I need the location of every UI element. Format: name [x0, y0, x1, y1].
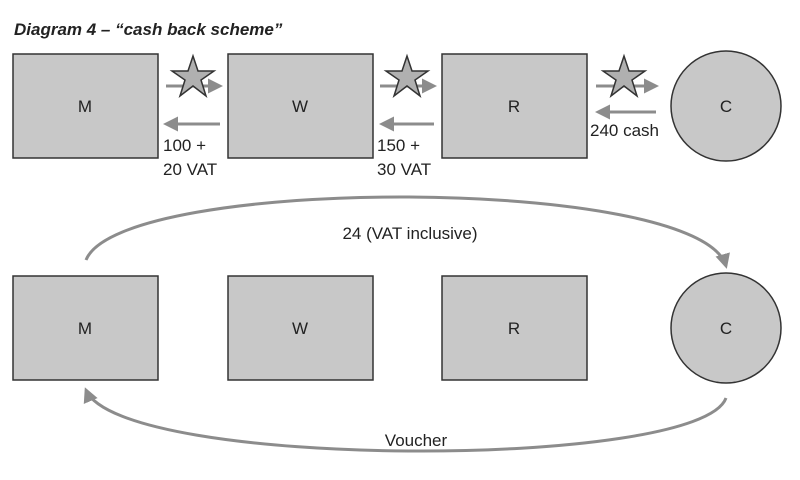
node-c-top-label: C [720, 97, 732, 116]
voucher-label: Voucher [385, 431, 448, 450]
payment-label-c-r: 240 cash [590, 121, 659, 140]
node-r-bottom-label: R [508, 319, 520, 338]
payment-label-w-m-line1: 100 + [163, 136, 206, 155]
payment-label-r-w-line2: 30 VAT [377, 160, 431, 179]
star-icon [169, 53, 217, 99]
node-m-top-label: M [78, 97, 92, 116]
payment-label-w-m-line2: 20 VAT [163, 160, 217, 179]
node-m-bottom [12, 275, 159, 381]
node-r-bottom [441, 275, 588, 381]
cashback-arc [84, 195, 730, 269]
star-icon [600, 53, 648, 99]
node-m-bottom-label: M [78, 319, 92, 338]
cashback-label: 24 (VAT inclusive) [342, 224, 477, 243]
node-c-bottom [670, 272, 782, 384]
node-r-top-label: R [508, 97, 520, 116]
node-m-top [12, 53, 159, 159]
payment-label-r-w-line1: 150 + [377, 136, 420, 155]
diagram-title: Diagram 4 – “cash back scheme” [14, 20, 283, 39]
node-c-top [670, 50, 782, 162]
node-w-top [227, 53, 374, 159]
node-w-top-label: W [292, 97, 308, 116]
node-c-bottom-label: C [720, 319, 732, 338]
node-w-bottom [227, 275, 374, 381]
node-r-top [441, 53, 588, 159]
voucher-arc [83, 387, 728, 453]
node-w-bottom-label: W [292, 319, 308, 338]
star-icon [383, 53, 431, 99]
